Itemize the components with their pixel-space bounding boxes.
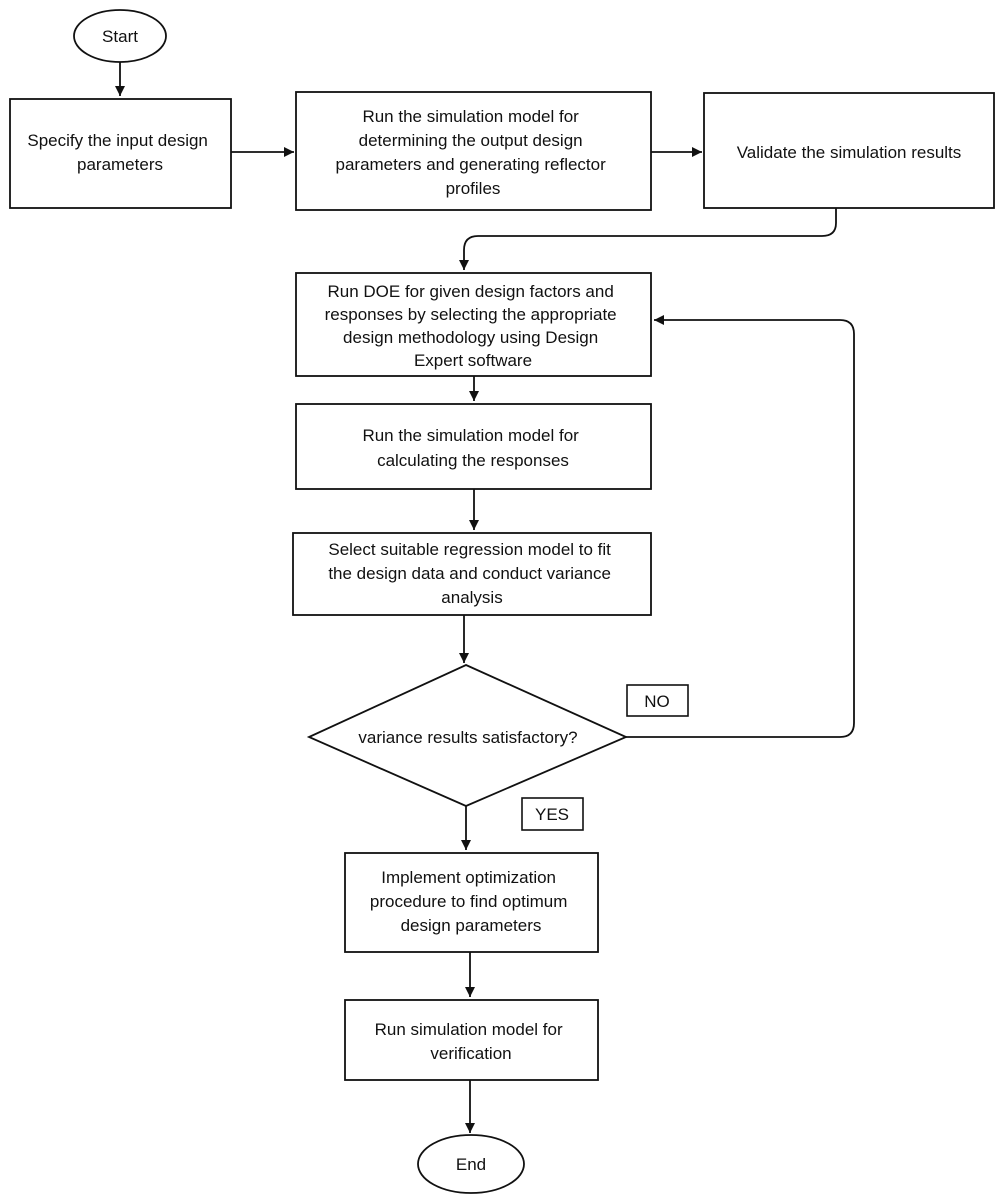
run-simulation-responses-step: Run the simulation model for calculating…	[295, 403, 652, 490]
run-sim-output-line-1: Run the simulation model for	[362, 107, 579, 126]
start-label: Start	[102, 27, 138, 46]
optimize-text: Implement optimization procedure to find…	[370, 868, 572, 935]
end-label: End	[456, 1155, 486, 1174]
optimize-line-1: Implement optimization	[381, 868, 556, 887]
regression-line-2: the design data and conduct variance	[328, 564, 611, 583]
connectors	[115, 62, 855, 1133]
start-terminal: Start	[73, 9, 167, 63]
arrow-decision-no-loop	[626, 315, 855, 738]
variance-decision: variance results satisfactory?	[306, 664, 629, 807]
specify-box	[9, 98, 232, 209]
regression-step: Select suitable regression model to fit …	[292, 532, 652, 616]
validate-box	[703, 92, 995, 209]
run-sim-output-text: Run the simulation model for determining…	[336, 107, 611, 198]
end-terminal: End	[417, 1134, 525, 1194]
specify-text: Specify the input design parameters	[27, 131, 212, 174]
doe-text: Run DOE for given design factors and res…	[325, 282, 622, 370]
optimize-box	[344, 852, 599, 953]
verify-box	[344, 999, 599, 1081]
run-sim-output-line-2: determining the output design	[359, 131, 583, 150]
doe-line-4: Expert software	[414, 351, 532, 370]
regression-box	[292, 532, 652, 616]
yes-tag-text: YES	[535, 805, 569, 824]
verify-line-1: Run simulation model for	[375, 1020, 563, 1039]
verify-text: Run simulation model for verification	[375, 1020, 568, 1063]
arrow-validate-to-doe	[459, 208, 837, 270]
regression-line-1: Select suitable regression model to fit	[328, 540, 611, 559]
start-oval	[73, 9, 167, 63]
run-sim-output-box	[295, 91, 652, 211]
run-sim-output-line-4: profiles	[446, 179, 501, 198]
run-simulation-output-step: Run the simulation model for determining…	[295, 91, 652, 211]
end-oval	[417, 1134, 525, 1194]
run-sim-responses-box	[295, 403, 652, 490]
doe-box	[295, 272, 652, 377]
doe-line-2: responses by selecting the appropriate	[325, 305, 617, 324]
optimize-line-2: procedure to find optimum	[370, 892, 568, 911]
yes-tag-box	[521, 797, 584, 831]
run-sim-output-line-3: parameters and generating reflector	[336, 155, 607, 174]
run-sim-responses-text: Run the simulation model for calculating…	[362, 426, 583, 470]
decision-diamond	[306, 664, 629, 807]
regression-line-3: analysis	[441, 588, 502, 607]
regression-text: Select suitable regression model to fit …	[328, 540, 615, 607]
run-sim-responses-line-1: Run the simulation model for	[362, 426, 579, 445]
yes-branch-label: YES	[521, 797, 584, 831]
specify-line-2: parameters	[77, 155, 163, 174]
no-tag-box	[626, 684, 689, 717]
specify-inputs-step: Specify the input design parameters	[9, 98, 232, 209]
doe-step: Run DOE for given design factors and res…	[295, 272, 652, 377]
verify-line-2: verification	[430, 1044, 511, 1063]
verification-step: Run simulation model for verification	[344, 999, 599, 1081]
doe-line-1: Run DOE for given design factors and	[327, 282, 613, 301]
validate-step: Validate the simulation results	[703, 92, 995, 209]
no-tag-text: NO	[644, 692, 670, 711]
validate-label: Validate the simulation results	[737, 143, 962, 162]
optimization-step: Implement optimization procedure to find…	[344, 852, 599, 953]
doe-line-3: design methodology using Design	[343, 328, 598, 347]
decision-label: variance results satisfactory?	[358, 728, 577, 747]
run-sim-responses-line-2: calculating the responses	[377, 451, 569, 470]
specify-line-1: Specify the input design	[27, 131, 208, 150]
no-branch-label: NO	[626, 684, 689, 717]
optimize-line-3: design parameters	[401, 916, 542, 935]
